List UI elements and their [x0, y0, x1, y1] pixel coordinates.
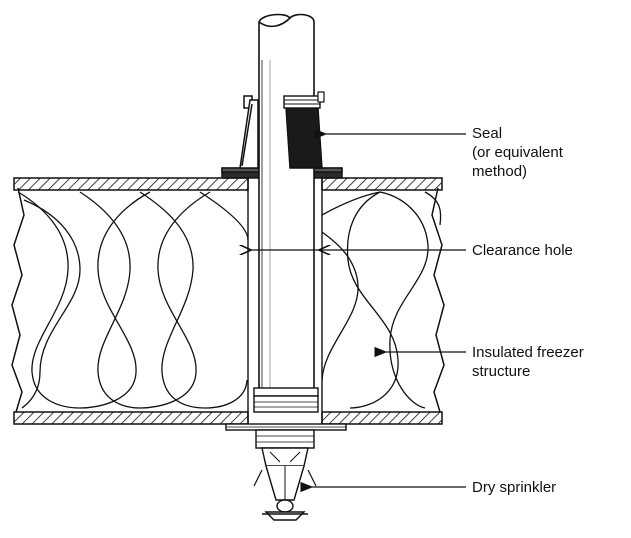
insulated-structure-label-line-1: Insulated freezer — [472, 344, 584, 361]
clearance-hole-sleeve — [247, 178, 323, 424]
seal-label-line-2: (or equivalent — [472, 144, 563, 161]
insulation-loops — [17, 191, 442, 409]
top-skin — [13, 177, 443, 191]
mounting-bracket — [239, 95, 259, 169]
seal — [283, 91, 325, 169]
insulated-structure-label-line-2: structure — [472, 363, 531, 380]
dry-sprinkler-label: Dry sprinkler — [472, 479, 557, 496]
seal-label: Seal (or equivalent method) — [472, 124, 563, 181]
sprinkler-head — [253, 447, 317, 521]
sprinkler-barrel — [258, 13, 315, 393]
bottom-skin — [13, 411, 443, 425]
structure-edges — [11, 187, 445, 413]
sprinkler-fitting — [225, 387, 347, 449]
insulated-structure-label: Insulated freezer structure — [472, 343, 584, 381]
leader-lines — [250, 128, 466, 493]
clearance-hole-label: Clearance hole — [472, 242, 573, 259]
seal-label-line-1: Seal — [472, 125, 503, 142]
seal-label-line-3: method) — [472, 163, 528, 180]
